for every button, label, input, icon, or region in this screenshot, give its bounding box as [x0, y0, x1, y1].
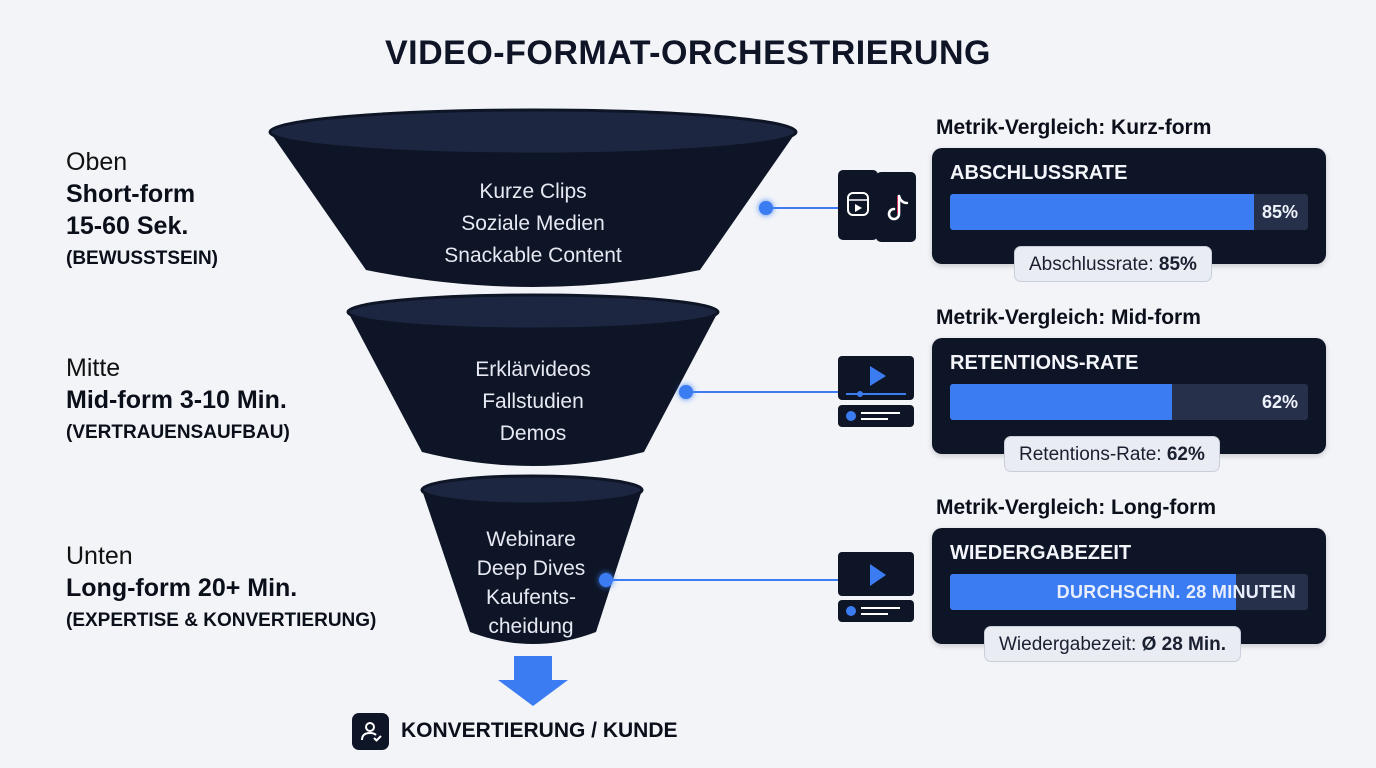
funnel-items-top: Kurze Clips Soziale Medien Snackable Con… [383, 176, 683, 272]
metric-value: 62% [1261, 392, 1298, 412]
metric-summary-pill: Abschlussrate: 85% [1014, 246, 1212, 282]
stage-format-line: Short-form [66, 180, 196, 208]
stage-phase: (BEWUSSTSEIN) [66, 248, 218, 269]
metric-summary-value: Ø 28 Min. [1141, 634, 1227, 655]
funnel-item: Fallstudien [482, 390, 584, 413]
metric-value: 85% [1261, 202, 1298, 222]
metric-name: ABSCHLUSSRATE [950, 162, 1128, 184]
video-player-icon [838, 552, 914, 622]
video-player-icon [838, 356, 914, 427]
metric-card-long-form: WIEDERGABEZEIT DURCHSCHN. 28 MINUTEN [932, 528, 1326, 644]
metric-bar-track: DURCHSCHN. 28 MINUTEN [950, 574, 1308, 610]
tiktok-icon [876, 172, 916, 242]
funnel-item: Soziale Medien [461, 212, 605, 235]
stage-label-top: Oben Short-form 15-60 Sek. (BEWUSSTSEIN) [66, 146, 218, 274]
funnel-item: Demos [499, 422, 567, 445]
instagram-reels-icon [838, 170, 878, 240]
diagram-title: VIDEO-FORMAT-ORCHESTRIERUNG [385, 34, 991, 72]
connector-dot [759, 201, 773, 215]
metric-card-short-form: ABSCHLUSSRATE 85% [932, 148, 1326, 264]
funnel-segment-top [268, 108, 798, 287]
metric-bar-fill [950, 574, 1237, 610]
metric-heading: Metrik-Vergleich: Kurz-form [936, 116, 1212, 139]
stage-position: Unten [66, 542, 133, 570]
metric-heading: Metrik-Vergleich: Long-form [936, 496, 1217, 519]
metric-bar-fill [950, 194, 1255, 230]
metric-name: WIEDERGABEZEIT [950, 542, 1132, 564]
metric-heading: Metrik-Vergleich: Mid-form [936, 306, 1201, 329]
metric-value: DURCHSCHN. 28 MINUTEN [1056, 582, 1296, 602]
funnel-items-bottom: Webinare Deep Dives Kaufents- cheidung [431, 525, 631, 641]
funnel-segment-bottom [420, 474, 644, 644]
metric-summary-label: Wiedergabezeit: [999, 634, 1142, 655]
funnel-item: Kaufents- [486, 586, 576, 609]
stage-format-line: Mid-form 3-10 Min. [66, 386, 287, 414]
conversion-label: KONVERTIERUNG / KUNDE [352, 712, 678, 750]
funnel-item: Kurze Clips [479, 180, 587, 203]
stage-phase: (VERTRAUENSAUFBAU) [66, 422, 290, 443]
connector-dot [599, 573, 613, 587]
metric-bar-track: 85% [950, 194, 1308, 230]
metric-summary-pill: Retentions-Rate: 62% [1004, 436, 1220, 472]
funnel-item: Deep Dives [476, 557, 586, 580]
stage-label-bottom: Unten Long-form 20+ Min. (EXPERTISE & KO… [66, 540, 376, 636]
metric-summary-value: 85% [1158, 254, 1197, 275]
metric-bar-track: 62% [950, 384, 1308, 420]
conversion-text: KONVERTIERUNG / KUNDE [401, 719, 678, 742]
funnel-item: cheidung [488, 615, 574, 638]
funnel-items-middle: Erklärvideos Fallstudien Demos [383, 354, 683, 450]
stage-label-middle: Mitte Mid-form 3-10 Min. (VERTRAUENSAUFB… [66, 352, 290, 448]
stage-phase: (EXPERTISE & KONVERTIERUNG) [66, 610, 377, 631]
funnel-item: Snackable Content [444, 244, 622, 267]
funnel-segment-middle [346, 293, 720, 466]
user-check-icon [352, 712, 389, 750]
stage-format-line: Long-form 20+ Min. [66, 574, 298, 602]
metric-name: RETENTIONS-RATE [950, 352, 1139, 374]
funnel-item: Erklärvideos [475, 358, 591, 381]
metric-summary-value: 62% [1166, 444, 1205, 465]
stage-position: Oben [66, 148, 128, 176]
metric-summary-label: Abschlussrate: [1029, 254, 1159, 275]
metric-bar-fill [950, 384, 1172, 420]
metric-card-mid-form: RETENTIONS-RATE 62% [932, 338, 1326, 454]
stage-format-line: 15-60 Sek. [66, 212, 189, 240]
metric-summary-label: Retentions-Rate: [1019, 444, 1167, 465]
conversion-arrow-icon [498, 656, 568, 706]
metric-summary-pill: Wiedergabezeit: Ø 28 Min. [984, 626, 1242, 662]
funnel-item: Webinare [486, 528, 576, 551]
stage-position: Mitte [66, 354, 121, 382]
connector-dot [679, 385, 693, 399]
